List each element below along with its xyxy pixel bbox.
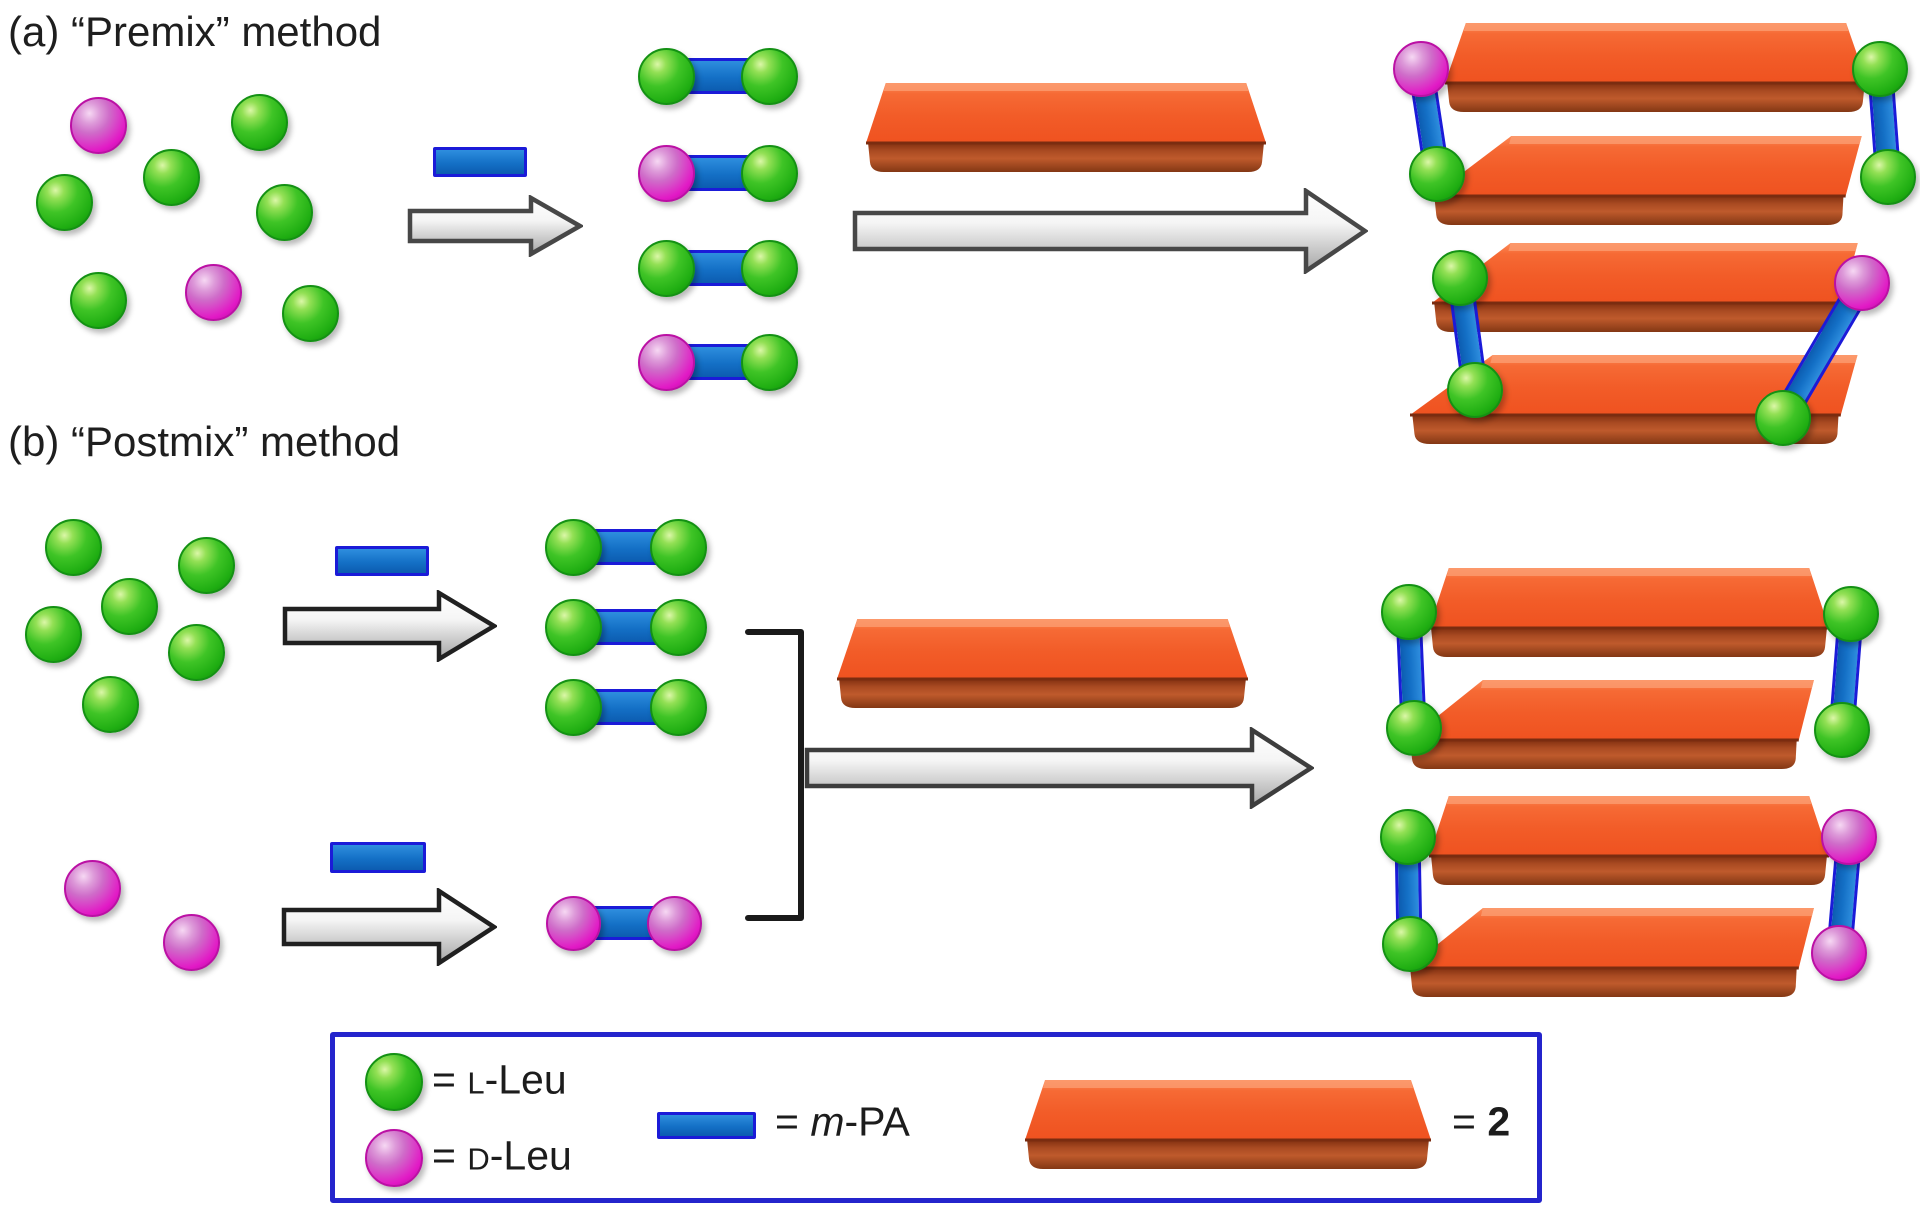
l-leu-sphere (637, 239, 695, 297)
macrocycle-slab (1429, 793, 1829, 889)
l-leu-sphere (1823, 586, 1879, 642)
l-leu-sphere (1860, 149, 1916, 205)
d-leu-sphere (1811, 925, 1867, 981)
legend-label-compound-2: = 2 (1452, 1099, 1510, 1146)
macrocycle-slab (1410, 352, 1862, 448)
l-leu-sphere (1386, 700, 1442, 756)
l-leu-sphere (100, 577, 158, 635)
macrocycle-slab (1025, 1077, 1431, 1173)
d-leu-sphere (365, 1129, 423, 1187)
macrocycle-slab (837, 616, 1248, 712)
l-leu-sphere (1382, 916, 1438, 972)
macrocycle-slab (1432, 133, 1866, 229)
l-leu-sphere (1852, 41, 1908, 97)
legend-label-m-pa: = m-PA (775, 1099, 910, 1146)
l-leu-sphere (255, 183, 313, 241)
reaction-arrow (852, 186, 1370, 276)
macrocycle-slab (1445, 20, 1867, 116)
d-leu-sphere (1834, 255, 1890, 311)
l-leu-sphere (365, 1053, 423, 1111)
d-leu-sphere (637, 333, 695, 391)
l-leu-sphere (637, 47, 695, 105)
l-leu-sphere (177, 536, 235, 594)
d-leu-sphere (637, 144, 695, 202)
d-leu-text: -Leu (489, 1132, 572, 1179)
l-leu-sphere (1409, 146, 1465, 202)
l-leu-sphere (167, 623, 225, 681)
macrocycle-slab (1408, 677, 1818, 773)
m-pa-linker (335, 546, 429, 576)
equals-sign: = (1452, 1098, 1488, 1145)
d-leu-sphere (646, 895, 702, 951)
l-leu-sphere (1755, 390, 1811, 446)
reaction-arrow (407, 194, 585, 258)
l-leu-sphere (69, 271, 127, 329)
reaction-arrow (804, 725, 1316, 811)
l-leu-sphere (544, 518, 602, 576)
panel-a-title: (a) “Premix” method (8, 8, 382, 55)
d-leu-sphere (545, 895, 601, 951)
d-leu-sphere (1821, 809, 1877, 865)
m-pa-linker (433, 147, 527, 177)
reaction-arrow (282, 589, 499, 663)
small-cap-l: L (467, 1065, 485, 1101)
macrocycle-slab (866, 80, 1266, 176)
d-leu-sphere (69, 96, 127, 154)
l-leu-sphere (649, 598, 707, 656)
macrocycle-slab (1408, 905, 1818, 1001)
l-leu-sphere (24, 605, 82, 663)
m-pa-text: -PA (844, 1098, 910, 1145)
l-leu-sphere (740, 239, 798, 297)
l-leu-sphere (35, 173, 93, 231)
l-leu-text: -Leu (484, 1056, 567, 1103)
l-leu-sphere (81, 675, 139, 733)
legend-box (330, 1032, 1542, 1203)
d-leu-sphere (162, 913, 220, 971)
l-leu-sphere (1432, 250, 1488, 306)
l-leu-sphere (1381, 584, 1437, 640)
l-leu-sphere (649, 518, 707, 576)
equals-sign: = (775, 1098, 811, 1145)
l-leu-sphere (1814, 702, 1870, 758)
macrocycle-slab (1432, 240, 1862, 336)
equals-sign: = (432, 1132, 468, 1179)
l-leu-sphere (740, 144, 798, 202)
l-leu-sphere (230, 93, 288, 151)
legend-label-d-leu: = D-Leu (432, 1133, 572, 1180)
l-leu-sphere (142, 148, 200, 206)
l-leu-sphere (544, 678, 602, 736)
d-leu-sphere (184, 263, 242, 321)
l-leu-sphere (281, 284, 339, 342)
l-leu-sphere (44, 518, 102, 576)
italic-m: m (810, 1098, 845, 1145)
equals-sign: = (432, 1056, 468, 1103)
l-leu-sphere (1447, 362, 1503, 418)
l-leu-sphere (1380, 809, 1436, 865)
l-leu-sphere (649, 678, 707, 736)
reaction-arrow (281, 886, 499, 968)
m-pa-linker (330, 842, 426, 873)
small-cap-d: D (467, 1141, 490, 1177)
d-leu-sphere (1393, 41, 1449, 97)
legend-label-l-leu: = L-Leu (432, 1057, 567, 1104)
macrocycle-slab (1429, 565, 1829, 661)
m-pa-linker (657, 1112, 756, 1139)
panel-b-title: (b) “Postmix” method (8, 418, 401, 465)
compound-2-text: 2 (1487, 1098, 1511, 1145)
d-leu-sphere (63, 859, 121, 917)
l-leu-sphere (740, 47, 798, 105)
combining-bracket (740, 618, 820, 930)
l-leu-sphere (544, 598, 602, 656)
l-leu-sphere (740, 333, 798, 391)
